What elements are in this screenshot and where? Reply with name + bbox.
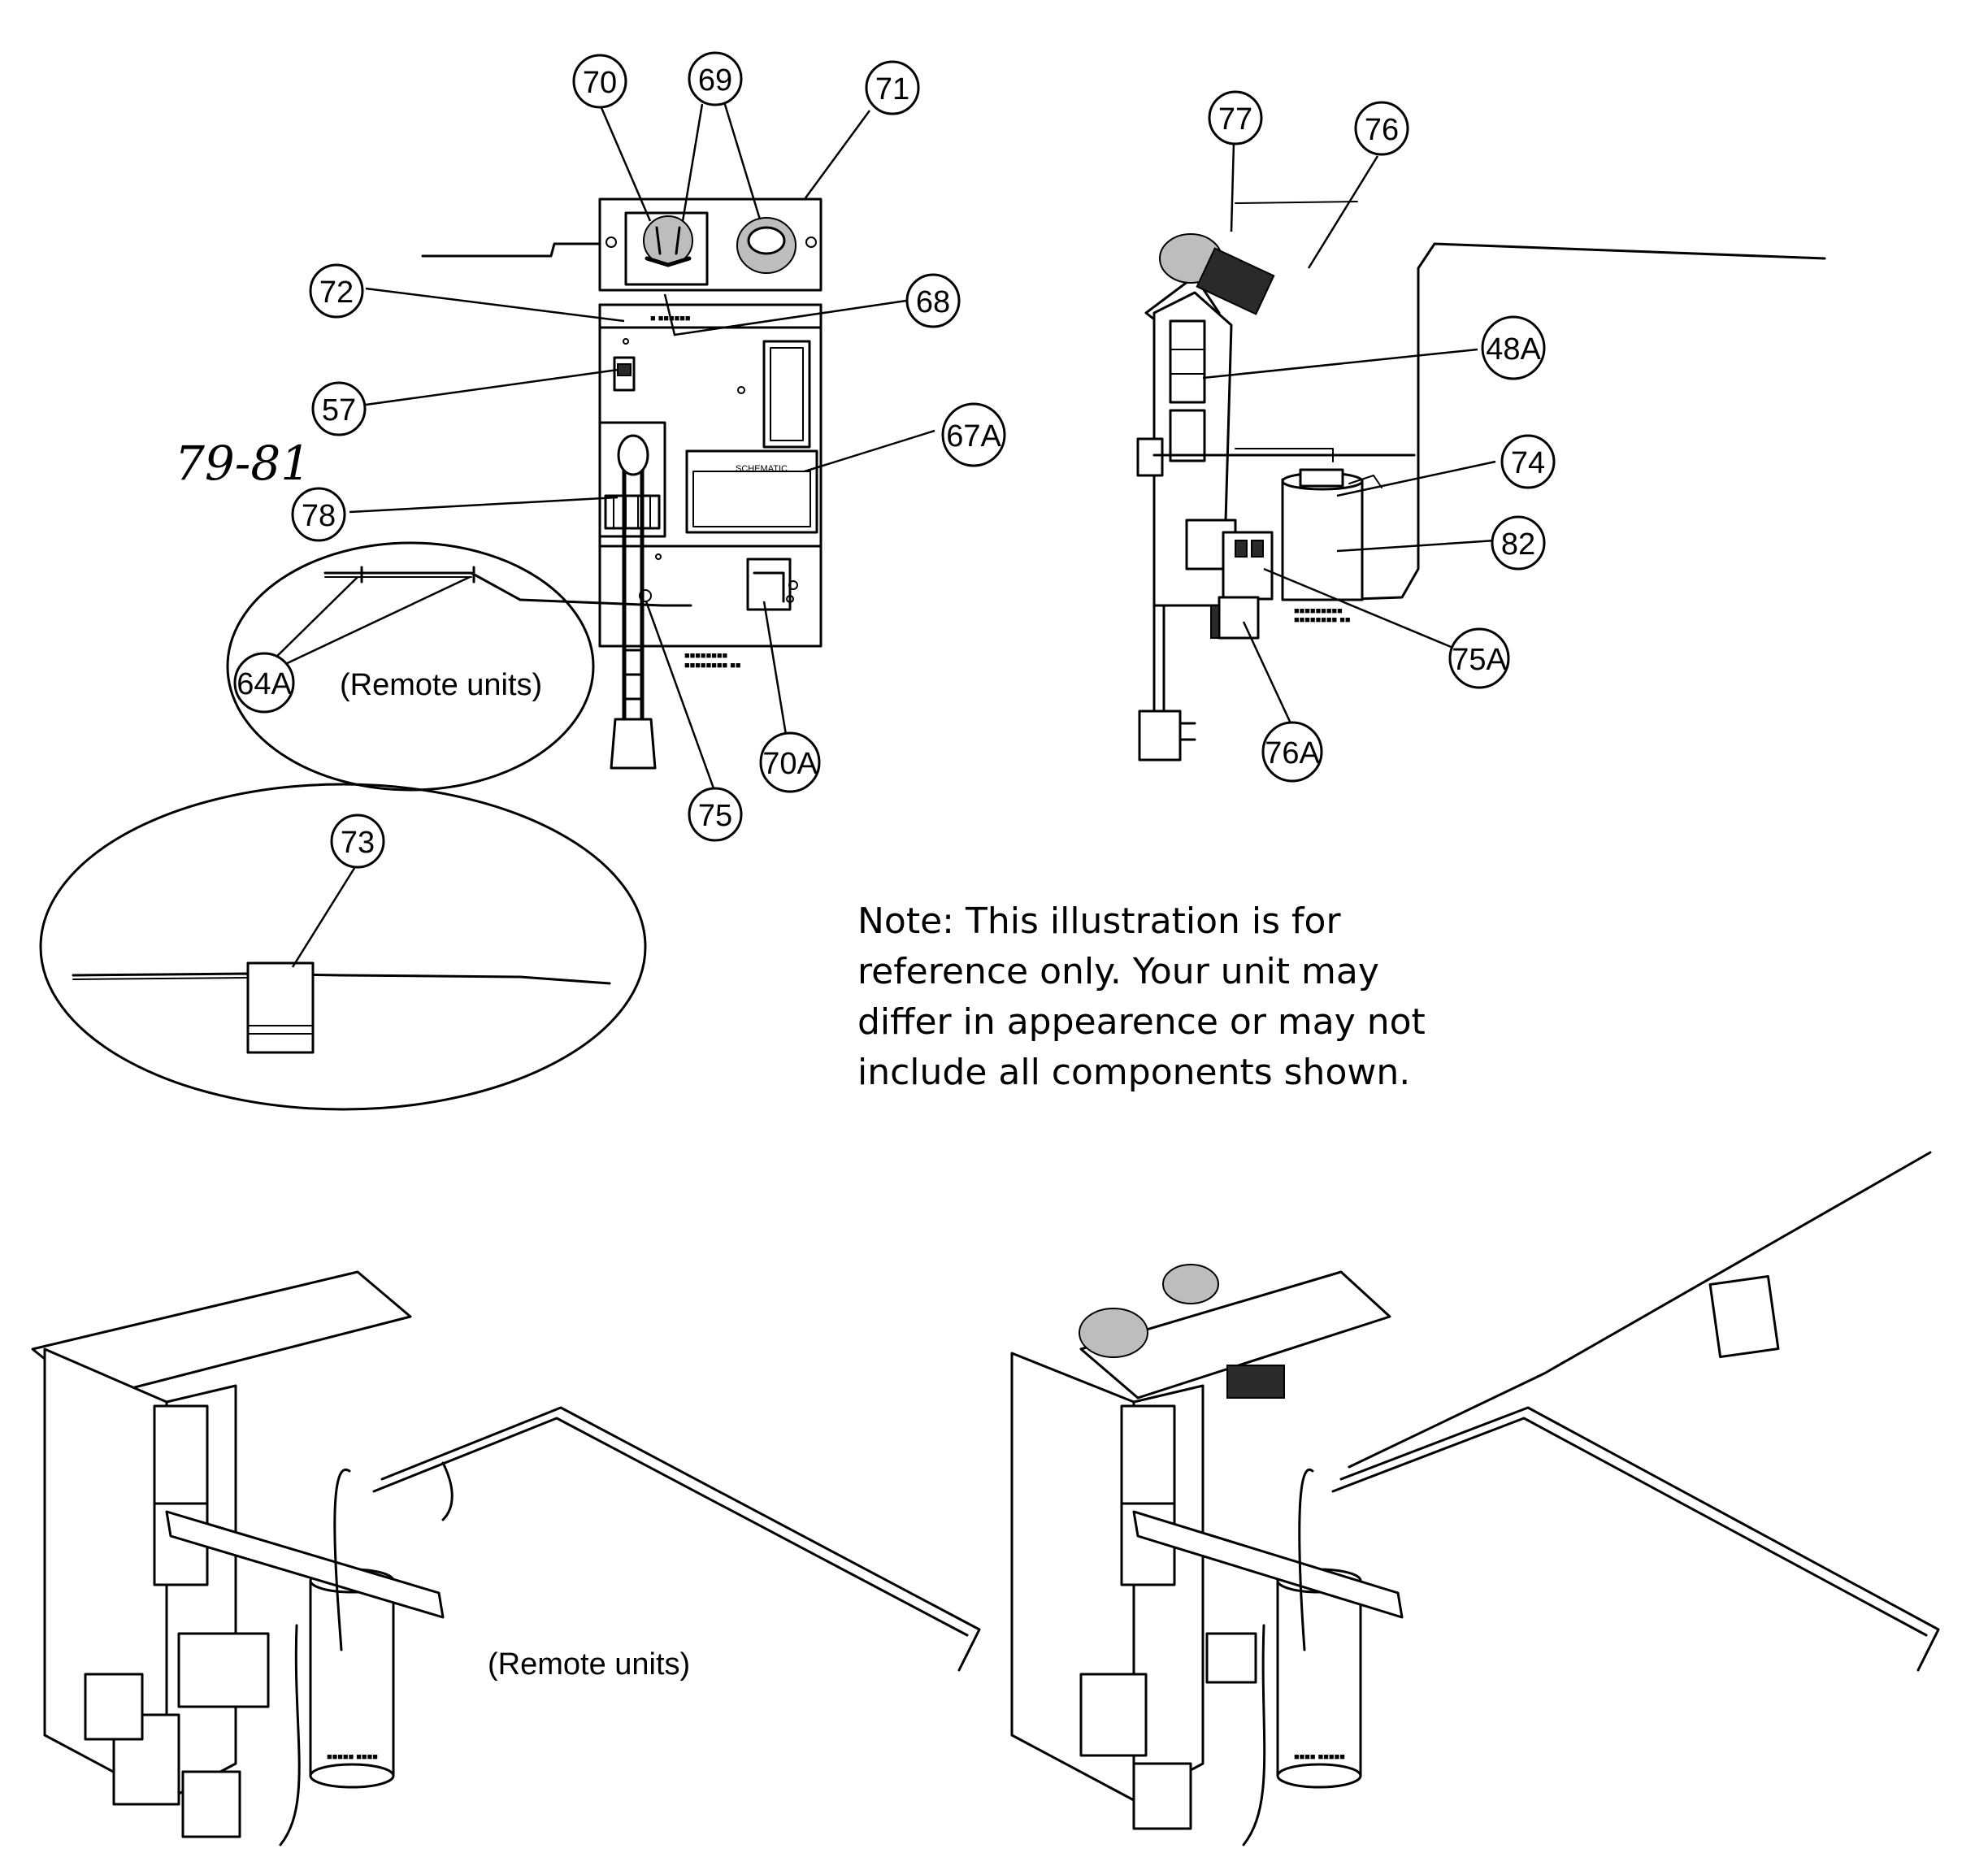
handwritten-reference: 79-81 <box>175 436 310 491</box>
callout-48A: 48A <box>1481 315 1546 380</box>
iso-capacitor-right <box>1276 1579 1362 1777</box>
callout-57: 57 <box>311 381 367 436</box>
svg-text:64A: 64A <box>237 667 292 701</box>
remote-units-label-top: (Remote units) <box>340 668 542 702</box>
svg-text:76A: 76A <box>1265 736 1320 770</box>
callout-70: 70 <box>572 54 627 109</box>
svg-text:48A: 48A <box>1486 332 1541 367</box>
callout-76: 76 <box>1354 101 1409 156</box>
reference-note: Note: This illustration is for reference… <box>857 900 1426 1093</box>
callout-72: 72 <box>309 263 364 319</box>
heater-tip <box>610 718 657 770</box>
switch-76A <box>1218 596 1260 640</box>
remote-units-oval-top: (Remote units) <box>226 541 692 792</box>
leader-lines <box>267 98 1496 968</box>
svg-text:82: 82 <box>1501 527 1535 562</box>
svg-text:75A: 75A <box>1452 643 1507 677</box>
control-window <box>762 340 811 449</box>
svg-text:71: 71 <box>875 72 909 106</box>
svg-text:76: 76 <box>1365 113 1399 147</box>
note-line-3: differ in appearence or may not <box>857 1001 1426 1043</box>
svg-text:■■■■■■■■■: ■■■■■■■■■ <box>1294 606 1343 616</box>
svg-text:77: 77 <box>1218 102 1252 137</box>
callout-74: 74 <box>1500 434 1556 489</box>
callout-70A: 70A <box>759 731 821 793</box>
svg-text:■■■■■■■■: ■■■■■■■■ <box>684 651 727 661</box>
power-plug <box>1138 710 1182 762</box>
note-line-1: Note: This illustration is for <box>857 900 1341 942</box>
svg-text:■■■■ ■■■■■: ■■■■ ■■■■■ <box>1294 1752 1345 1762</box>
schematic-label: SCHEMATIC <box>736 464 788 474</box>
knob-bracket <box>624 211 709 286</box>
callout-64A: 64A <box>233 652 295 714</box>
iso-view-standard: ■■■■ ■■■■■ <box>1010 1151 1940 1846</box>
svg-text:67A: 67A <box>946 419 1001 453</box>
svg-text:70A: 70A <box>762 747 818 781</box>
svg-text:73: 73 <box>341 826 375 860</box>
iso-lid-right <box>1079 1270 1391 1400</box>
callout-78: 78 <box>291 487 346 542</box>
svg-text:72: 72 <box>319 276 354 310</box>
iso-relay-stack <box>153 1404 209 1505</box>
svg-text:■■■■■ ■■■■: ■■■■■ ■■■■ <box>327 1752 378 1762</box>
iso-sensor-clip <box>1708 1274 1780 1359</box>
callout-77: 77 <box>1208 90 1263 145</box>
svg-text:75: 75 <box>698 799 732 833</box>
thermostat-76 <box>1196 247 1275 315</box>
callouts: 70 69 71 72 68 57 67A 78 64A 75 70A 73 7… <box>233 51 1556 869</box>
callout-75: 75 <box>688 787 743 842</box>
svg-text:■■■■■■■■ ■■: ■■■■■■■■ ■■ <box>684 661 741 670</box>
callout-71: 71 <box>865 60 920 115</box>
front-view-control-box: ■ ■■■■■■ SCHEMATIC ■■■■■■■■ ■■■■■■■■ ■ <box>421 197 823 770</box>
capacitor-cap-74 <box>1299 468 1344 488</box>
note-line-2: reference only. Your unit may <box>857 951 1379 992</box>
iso-view-remote: ■■■■■ ■■■■ (Remote units) <box>31 1270 981 1846</box>
heater-loop <box>617 434 649 476</box>
relay-48A <box>1169 319 1206 404</box>
schematic-panel <box>685 449 818 534</box>
svg-text:74: 74 <box>1511 446 1545 480</box>
svg-text:70: 70 <box>583 66 617 100</box>
callout-75A: 75A <box>1448 627 1510 689</box>
sensor-oval <box>39 783 647 1111</box>
callout-69: 69 <box>688 51 743 106</box>
callout-73: 73 <box>330 814 385 869</box>
callout-68: 68 <box>905 273 961 328</box>
svg-text:69: 69 <box>698 63 732 98</box>
svg-text:68: 68 <box>916 285 950 319</box>
iso-capacitor-left <box>309 1579 395 1777</box>
remote-units-label-bottom: (Remote units) <box>488 1647 690 1682</box>
side-view-control-box: ■■■■■■■■■ ■■■■■■■■ ■■ <box>1136 201 1826 762</box>
callout-67A: 67A <box>941 402 1006 467</box>
callout-82: 82 <box>1491 515 1546 571</box>
note-line-4: include all components shown. <box>857 1052 1410 1093</box>
callout-76A: 76A <box>1261 721 1323 783</box>
svg-text:■■■■■■■■ ■■: ■■■■■■■■ ■■ <box>1294 615 1351 625</box>
sensor-clip-73 <box>246 961 315 1054</box>
svg-text:78: 78 <box>302 499 336 533</box>
svg-text:57: 57 <box>322 393 356 427</box>
